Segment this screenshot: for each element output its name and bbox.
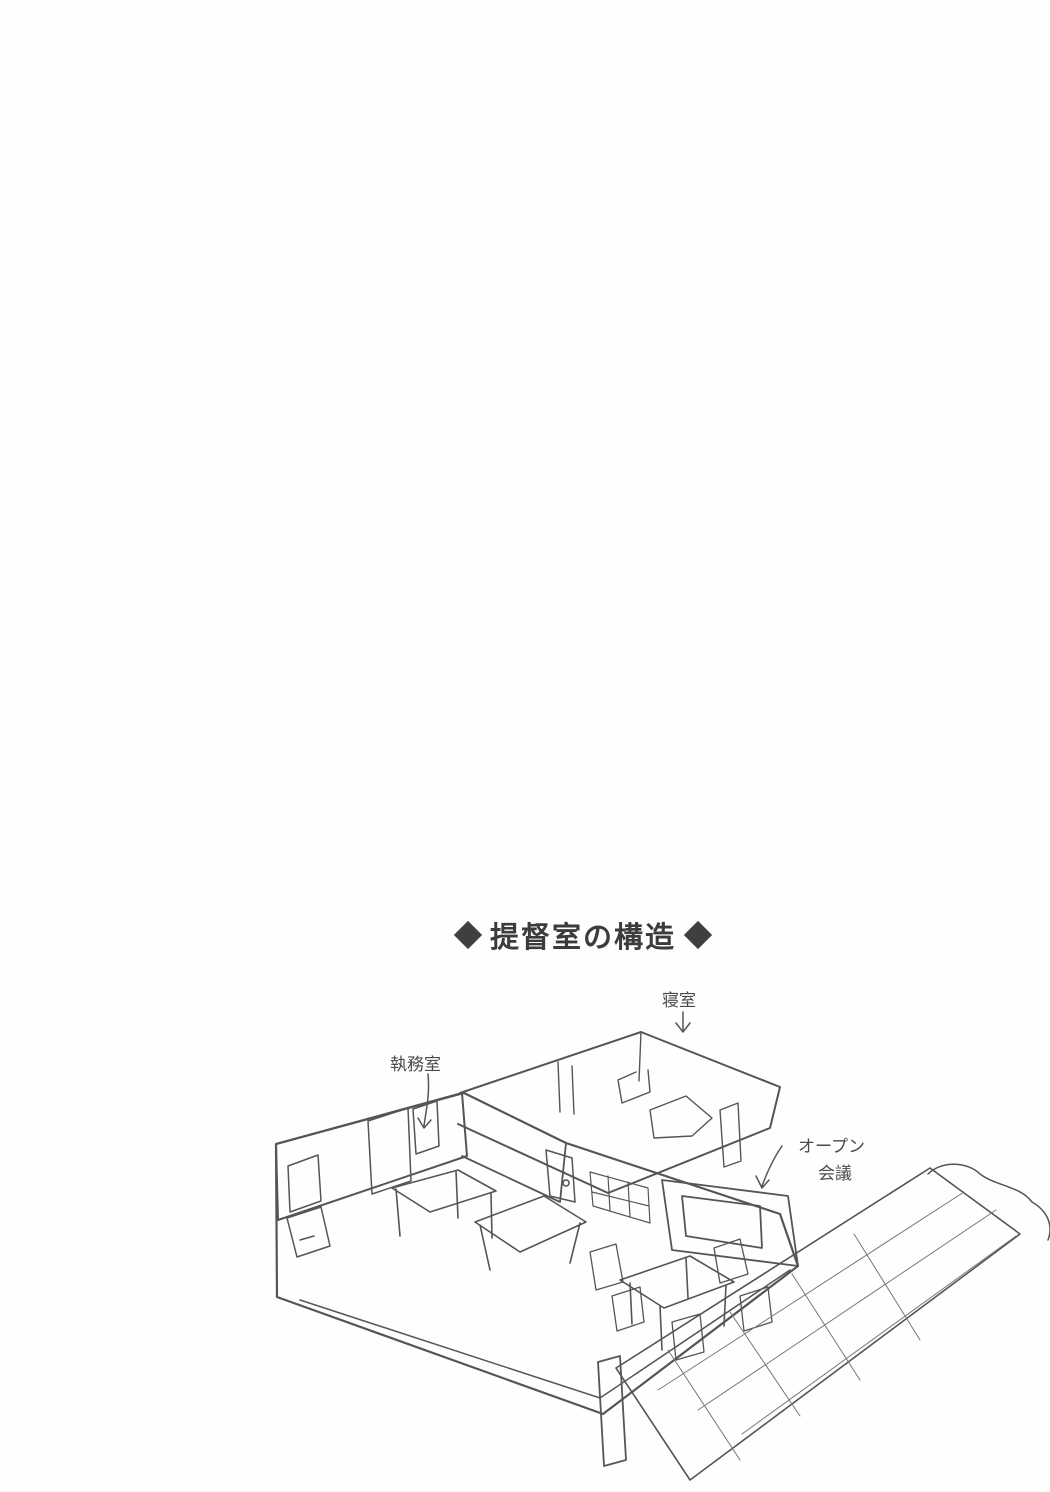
office-desk [391, 1169, 497, 1239]
open-area-arrow [755, 1145, 783, 1189]
meeting-chairs [589, 1238, 773, 1361]
label-open-top: オープン [798, 1137, 865, 1157]
bedroom-arrow [675, 1011, 691, 1033]
office-sofa [474, 1195, 587, 1271]
bedroom-box [457, 1031, 781, 1194]
label-office: 執務室 [390, 1055, 441, 1075]
label-open-bottom: 会議 [818, 1164, 852, 1184]
title-text: 提督室の構造 [490, 920, 677, 954]
center-door [545, 1149, 576, 1203]
right-diamond-icon [683, 920, 713, 950]
walkway [615, 1167, 1021, 1481]
office-windows [287, 1100, 440, 1213]
room-sketch [274, 1011, 1050, 1481]
walkway-edge-curves [927, 1163, 1050, 1241]
open-area-panel [661, 1179, 799, 1267]
label-bedroom: 寝室 [662, 991, 696, 1011]
left-diamond-icon [453, 920, 483, 950]
front-pillar [597, 1355, 627, 1467]
meeting-table [619, 1255, 735, 1351]
page-title: 提督室の構造 [452, 912, 762, 958]
outer-room-outline [274, 1091, 800, 1416]
office-back-wall [275, 1092, 468, 1221]
center-wall [461, 1092, 567, 1203]
bedroom-inner-lines [557, 1031, 742, 1168]
office-cabinet [286, 1206, 331, 1258]
walkway-tiles [657, 1191, 1017, 1461]
shelf-grid [589, 1171, 651, 1224]
